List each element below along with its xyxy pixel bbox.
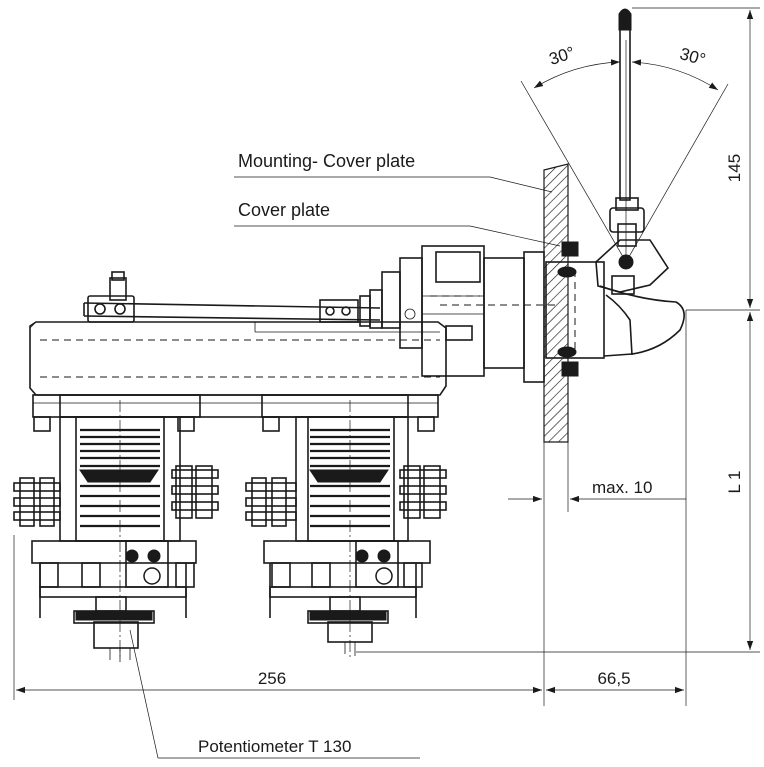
angle-left-label: 30° [547, 43, 577, 69]
angle-right-label: 30° [678, 44, 708, 69]
max-10-label: max. 10 [592, 478, 652, 497]
mounting-cover-plate-label: Mounting- Cover plate [238, 151, 415, 171]
bottom-dimensions [13, 535, 684, 700]
width-256-label: 256 [258, 669, 286, 688]
max-10-dimension [508, 310, 687, 706]
angle-dimension [520, 40, 729, 263]
width-66-5-label: 66,5 [597, 669, 630, 688]
cover-plate-label: Cover plate [238, 200, 330, 220]
switch-block-2 [245, 400, 447, 660]
length-l1-label: L 1 [725, 470, 744, 493]
vertical-dimensions [356, 7, 760, 653]
potentiometer-label: Potentiometer T 130 [198, 737, 351, 756]
handle-lever [618, 8, 632, 201]
mounting-cover-plate [543, 163, 569, 443]
callout-leaders [129, 176, 561, 759]
switch-block-1 [13, 400, 219, 662]
lever-arm [83, 257, 423, 349]
switch-housing [29, 321, 447, 432]
coupling [421, 245, 560, 383]
height-145-label: 145 [725, 154, 744, 182]
